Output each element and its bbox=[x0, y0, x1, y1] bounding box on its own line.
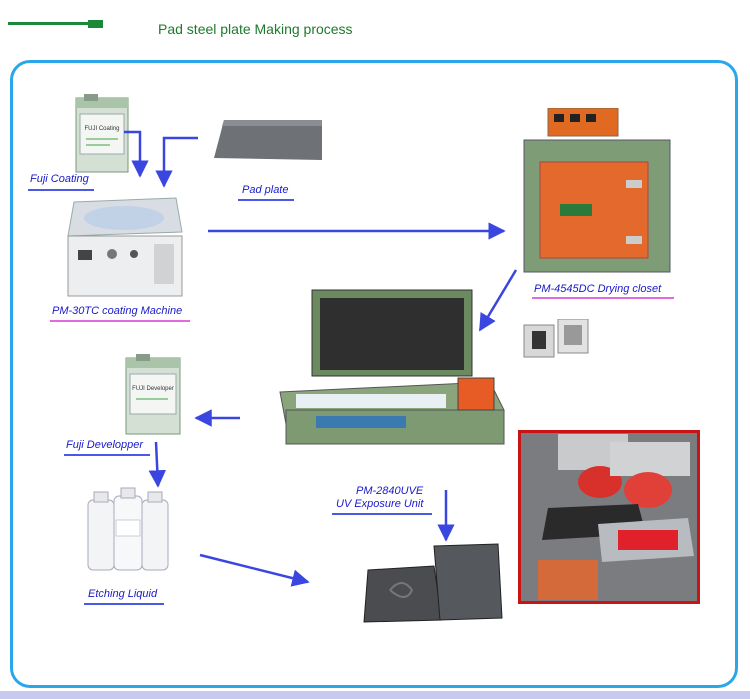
arrow-drying-to-exposure bbox=[478, 269, 518, 332]
pad-plate-image bbox=[214, 120, 322, 160]
arrow-etching-to-plates bbox=[199, 553, 310, 587]
etching-liquid-bottles bbox=[87, 487, 169, 571]
pad-printer-photo bbox=[518, 430, 700, 604]
label-etching-liquid: Etching Liquid bbox=[88, 588, 158, 600]
coating-machine-image bbox=[67, 197, 183, 297]
underline-pad-plate bbox=[238, 199, 294, 201]
underline-coating-machine bbox=[50, 320, 190, 322]
arrow-coating-to-coater bbox=[124, 130, 149, 178]
label-fuji-developper: Fuji Developper bbox=[66, 439, 144, 451]
arrow-developper-to-etching bbox=[148, 441, 167, 488]
underline-drying-closet bbox=[532, 297, 674, 299]
uv-exposure-unit-image bbox=[279, 289, 505, 445]
underline-fuji-coating bbox=[28, 189, 94, 191]
small-plates-image bbox=[523, 319, 589, 358]
label-pad-plate: Pad plate bbox=[242, 184, 289, 196]
title-rule bbox=[8, 22, 90, 25]
finished-steel-plates-image bbox=[363, 543, 503, 623]
coating-can-brand: FUJI Coating bbox=[84, 126, 119, 132]
underline-fuji-developper bbox=[64, 454, 150, 456]
fuji-coating-can: FUJI Coating bbox=[75, 94, 129, 173]
page-title: Pad steel plate Making process bbox=[158, 21, 353, 37]
underline-etching-liquid bbox=[84, 603, 164, 605]
title-rule-marker bbox=[88, 20, 103, 28]
underline-exposure-name bbox=[332, 513, 432, 515]
label-fuji-coating: Fuji Coating bbox=[30, 173, 89, 185]
label-drying-closet: PM-4545DC Drying closet bbox=[534, 283, 662, 295]
label-coating-machine: PM-30TC coating Machine bbox=[52, 305, 183, 317]
fuji-developper-can: FUJI Developer bbox=[125, 354, 181, 435]
bottom-band bbox=[0, 691, 750, 699]
drying-closet-image bbox=[523, 108, 671, 273]
label-exposure-model: PM-2840UVE bbox=[356, 485, 424, 497]
arrow-pad-plate-to-coater bbox=[155, 136, 198, 188]
label-exposure-name: UV Exposure Unit bbox=[336, 498, 424, 510]
developper-can-brand: FUJI Developer bbox=[132, 386, 174, 392]
